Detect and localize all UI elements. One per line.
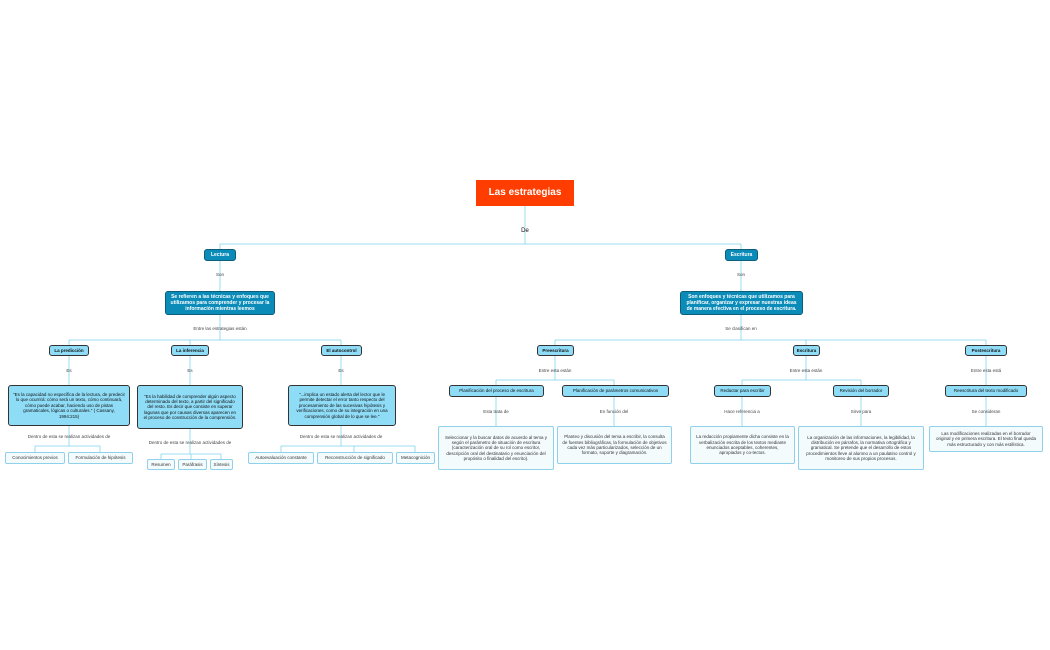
- autocontrol-node[interactable]: El autocontrol: [321, 345, 362, 356]
- lectura-node[interactable]: Lectura: [204, 249, 236, 261]
- escritura-description-node[interactable]: Son enfoques y técnicas que utilizamos p…: [680, 291, 803, 315]
- inferencia-link-label: Es: [187, 368, 193, 373]
- preescritura-link-label: Entre esta están: [538, 368, 572, 373]
- planificacion-proceso-link-label: Esta trata de: [483, 409, 509, 414]
- prediccion-description-node[interactable]: "Es la capacidad no específica de la lec…: [8, 385, 130, 426]
- autocontrol-link-label: Es: [338, 368, 344, 373]
- redactar-description-node[interactable]: La redacción propiamente dicha consiste …: [690, 426, 795, 464]
- redactar-node[interactable]: Redactar para escribir: [714, 385, 771, 397]
- autocontrol-activities-link-label: Dentro de esta se realizan actividades d…: [299, 434, 383, 439]
- revision-borrador-description-node[interactable]: La organización de las informaciones, la…: [798, 426, 924, 470]
- postescritura-node[interactable]: Postescritura: [965, 345, 1007, 356]
- metacognicion-node[interactable]: Metacognición: [396, 452, 435, 464]
- root-node[interactable]: Las estrategias: [476, 180, 574, 206]
- escritura-classification-link-label: Se clasifican en: [725, 326, 757, 331]
- planificacion-parametros-node[interactable]: Planificación de parámetros comunicativo…: [562, 385, 669, 397]
- resumen-node[interactable]: Resumen: [147, 459, 175, 470]
- conocimientos-previos-node[interactable]: Conocimientos previos: [5, 452, 65, 464]
- lectura-description-node[interactable]: Se refieren a las técnicas y enfoques qu…: [165, 291, 275, 315]
- reescritura-node[interactable]: Reescritura del texto modificado: [945, 385, 1027, 397]
- planificacion-proceso-node[interactable]: Planificación del proceso de escritura: [449, 385, 544, 397]
- planificacion-parametros-link-label: En función del: [599, 409, 629, 414]
- inferencia-description-node[interactable]: "Es la habilidad de comprender algún asp…: [137, 385, 243, 429]
- revision-borrador-link-label: Sirve para: [850, 409, 872, 414]
- reescritura-description-node[interactable]: Las modificaciones realizadas en el borr…: [929, 426, 1043, 452]
- parafrasis-node[interactable]: Paráfrasis: [178, 459, 207, 470]
- prediccion-activities-link-label: Dentro de esta se realizan actividades d…: [27, 434, 111, 439]
- escritura-stage-link-label: Entre esta están: [789, 368, 823, 373]
- preescritura-node[interactable]: Preescritura: [537, 345, 574, 356]
- planificacion-parametros-description-node[interactable]: Planteo y discusión del tema a escribir,…: [557, 426, 672, 464]
- inferencia-node[interactable]: La inferencia: [171, 345, 209, 356]
- autoevaluacion-node[interactable]: Autoevaluación constante: [248, 452, 314, 464]
- reconstruccion-significado-node[interactable]: Reconstrucción de significado: [317, 452, 393, 464]
- reescritura-link-label: Se consideran: [971, 409, 1001, 414]
- root-link-label: De: [521, 228, 529, 234]
- prediccion-node[interactable]: La predicción: [49, 345, 89, 356]
- redactar-link-label: Hace referencia a: [724, 409, 760, 414]
- lectura-link-label: Son: [215, 272, 225, 277]
- inferencia-activities-link-label: Dentro de esta se realizan actividades d…: [148, 440, 232, 445]
- escritura-node[interactable]: Escritura: [725, 249, 758, 261]
- escritura-link-label: Son: [736, 272, 746, 277]
- revision-borrador-node[interactable]: Revisión del borrador: [833, 385, 889, 397]
- autocontrol-description-node[interactable]: "...implica un estado alerta del lector …: [288, 385, 396, 426]
- planificacion-proceso-description-node[interactable]: Seleccionar y la buscar datos de acuerdo…: [438, 426, 554, 470]
- prediccion-link-label: Es: [66, 368, 72, 373]
- lectura-strategies-link-label: Entre las estrategias están: [193, 326, 247, 331]
- formulacion-hipotesis-node[interactable]: Formulación de hipótesis: [68, 452, 133, 464]
- postescritura-link-label: Entre esta está: [970, 368, 1002, 373]
- sintesis-node[interactable]: Síntesis: [210, 459, 233, 470]
- escritura-stage-node[interactable]: Escritura: [793, 345, 820, 356]
